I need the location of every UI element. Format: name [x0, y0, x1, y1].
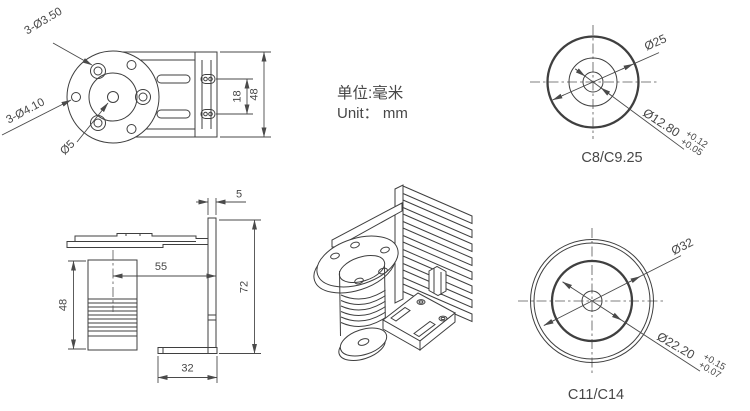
bracket-slot-right [413, 320, 436, 338]
screw-boss-bottom [200, 109, 216, 119]
screw-boss-top [200, 74, 216, 84]
unit-note-cn: 单位:毫米 [337, 83, 403, 102]
dim-small-holes-label: 3-Ø3.50 [23, 6, 65, 38]
dim-center-hole-label: Ø5 [58, 138, 77, 157]
c11-outer-dia-label: Ø32 [669, 235, 696, 258]
dim-slot-spacing-label: 18 [232, 90, 244, 102]
c11-bore-circle [581, 290, 603, 312]
c8-outer-dia-label: Ø25 [642, 31, 669, 53]
iso-bracket [382, 265, 456, 352]
side-view-plate [207, 217, 217, 348]
front-view-body [117, 51, 218, 138]
dim-large-holes-label: 3-Ø4.10 [4, 96, 46, 126]
unit-note: 单位:毫米 Unit： mm [337, 83, 408, 122]
front-height-dim-label: 48 [249, 88, 261, 100]
c8-boss-circle [568, 57, 618, 107]
center-offset-dim-label: 55 [155, 261, 167, 273]
center-hole [107, 91, 119, 103]
plate-thickness-dim-label: 5 [236, 189, 242, 201]
side-view-cylinder [87, 250, 138, 351]
unit-note-en: Unit： mm [337, 105, 408, 122]
bracket-tab [428, 265, 447, 297]
side-view: 48 55 72 5 32 [58, 189, 261, 383]
lens-cap [339, 327, 388, 357]
front-view-flange [66, 50, 160, 144]
c11-view-label: C11/C14 [568, 387, 624, 403]
c8-view: Ø25 Ø12.80 +0.12 +0.05 C8/C9.25 [530, 25, 709, 166]
c11-outer-ring [530, 239, 654, 363]
side-view-arm [66, 233, 209, 248]
c11-body-circle [550, 259, 634, 343]
side-view-dimensions: 48 55 72 5 32 [58, 189, 261, 383]
body-height-dim-label: 48 [58, 299, 70, 311]
iso-flange [313, 235, 399, 294]
c8-view-label: C8/C9.25 [581, 150, 642, 166]
flange-outer-circle [66, 50, 160, 144]
front-view: 3-Ø3.50 3-Ø4.10 Ø5 18 48 [1, 6, 271, 158]
foot-width-dim-label: 32 [181, 363, 193, 375]
bracket-slot-left [390, 306, 411, 322]
total-height-dim-label: 72 [239, 281, 251, 293]
c11-inner-ring [533, 242, 651, 360]
plain-holes [71, 60, 137, 134]
isometric-view [313, 184, 473, 362]
mount-slot-bottom [156, 109, 191, 119]
flange-boss-circle [88, 72, 138, 122]
c8-bore-circle [582, 71, 604, 93]
heatsink-fins [394, 184, 473, 323]
c8-outer-circle [546, 35, 640, 129]
c8-bore-dia-label: Ø12.80 [640, 106, 682, 140]
c11-view: Ø32 Ø22.20 +0.15 +0.07 C11/C14 [518, 228, 727, 403]
heatsink-edge [394, 184, 404, 304]
mount-slot-top [156, 74, 191, 84]
side-view-foot [157, 347, 218, 354]
aperture-hole [357, 338, 370, 346]
